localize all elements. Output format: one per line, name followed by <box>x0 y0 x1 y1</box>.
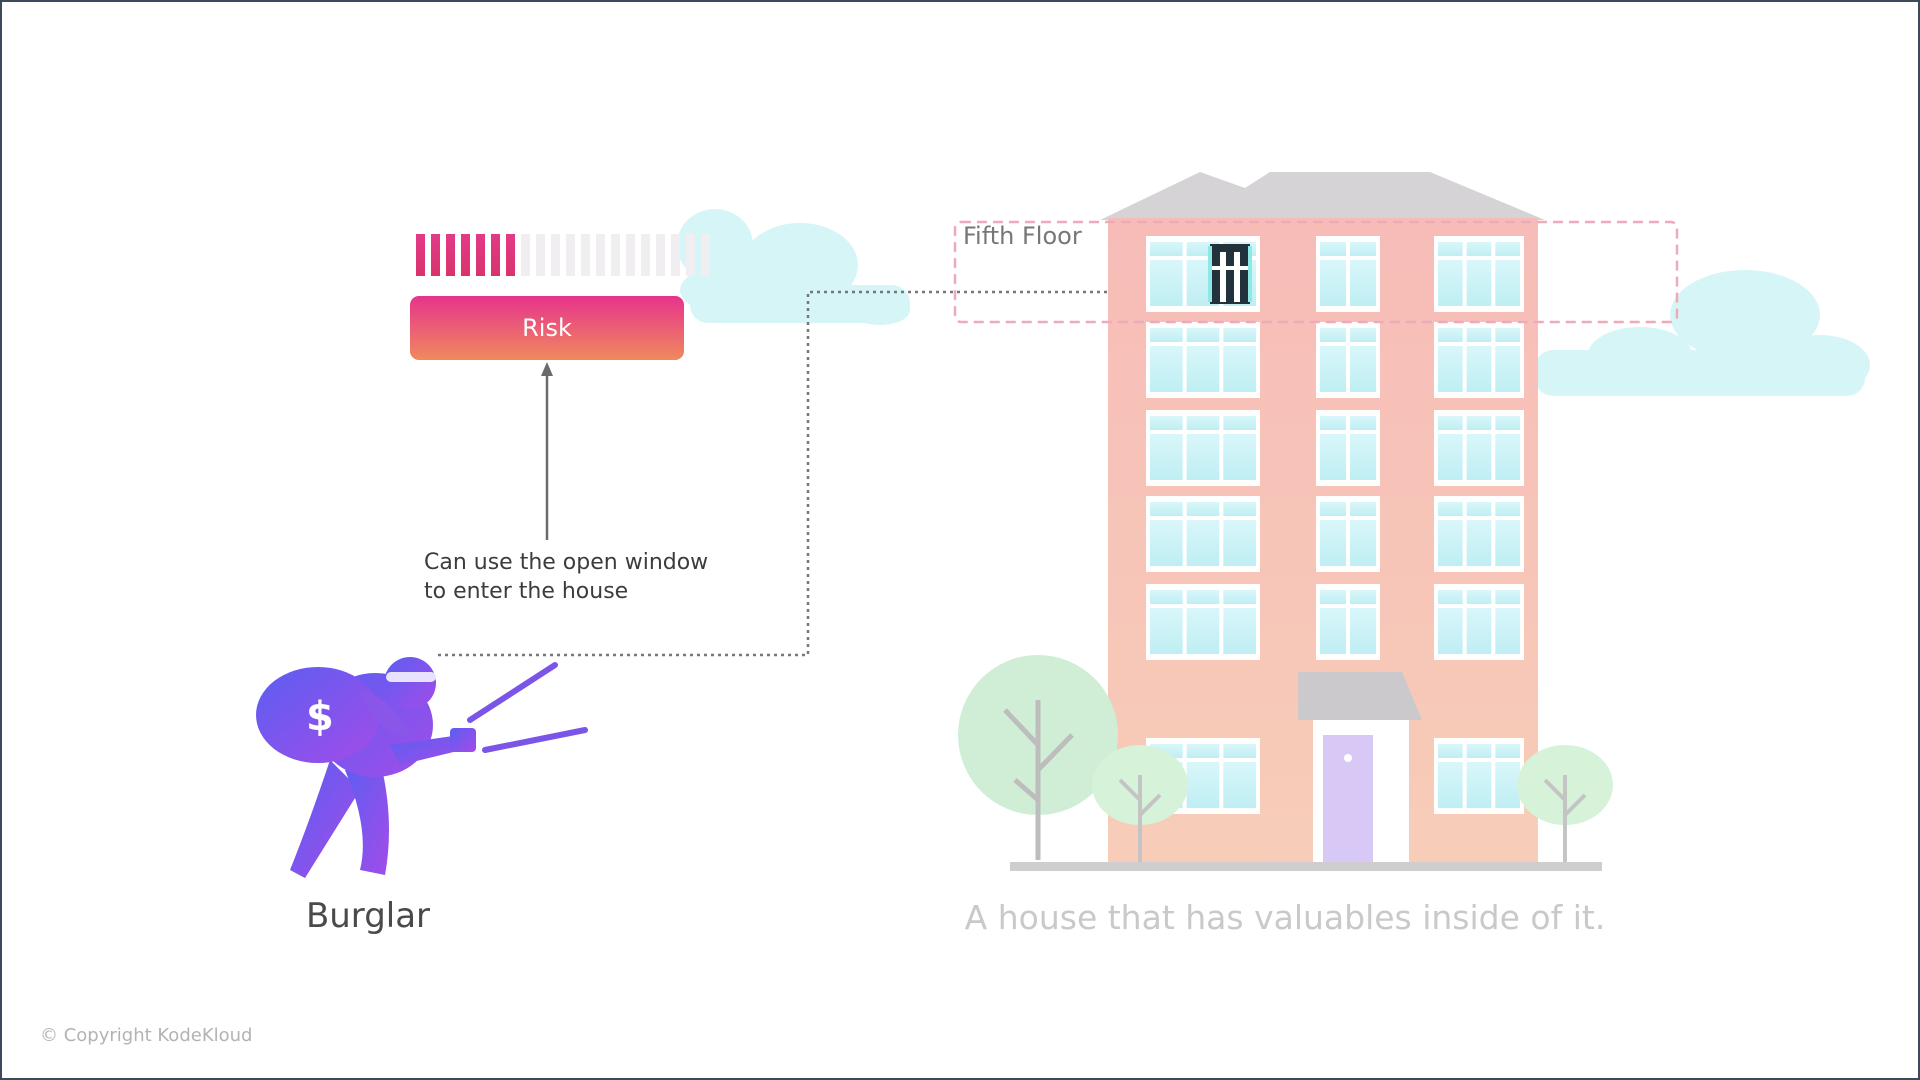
crowbar-icon <box>467 662 558 723</box>
risk-meter-segment <box>671 234 680 276</box>
fifth-floor-label: Fifth Floor <box>963 222 1082 250</box>
cloud-icon <box>677 209 910 325</box>
tree-icon <box>1092 745 1188 862</box>
risk-meter-segment <box>701 234 710 276</box>
copyright-text: © Copyright KodeKloud <box>40 1025 253 1046</box>
risk-meter-segment <box>506 234 515 276</box>
risk-meter-segment <box>416 234 425 276</box>
risk-label: Risk <box>522 314 572 342</box>
entry-note-line2: to enter the house <box>424 579 629 604</box>
arrow-head-up <box>541 362 553 376</box>
bag-symbol: $ <box>306 694 334 740</box>
risk-meter-segment <box>596 234 605 276</box>
risk-box <box>410 296 684 360</box>
risk-meter-segment <box>521 234 530 276</box>
fifth-floor-highlight <box>953 220 1679 324</box>
risk-meter-segment <box>566 234 575 276</box>
entry-note: Can use the open window to enter the hou… <box>424 548 754 606</box>
risk-meter-segment <box>476 234 485 276</box>
risk-meter-segment <box>581 234 590 276</box>
risk-meter-segment <box>641 234 650 276</box>
tree-icon <box>958 655 1118 860</box>
money-bag-icon: $ <box>256 667 412 763</box>
risk-meter <box>416 234 710 276</box>
risk-meter-segment <box>461 234 470 276</box>
burglar-icon: $ <box>256 657 588 878</box>
risk-meter-segment <box>656 234 665 276</box>
cloud-icon <box>1535 270 1870 396</box>
risk-meter-segment <box>536 234 545 276</box>
risk-meter-segment <box>431 234 440 276</box>
risk-meter-segment <box>626 234 635 276</box>
risk-meter-segment <box>686 234 695 276</box>
open-window-icon <box>1208 244 1252 304</box>
risk-meter-segment <box>446 234 455 276</box>
risk-meter-segment <box>551 234 560 276</box>
dotted-connector <box>438 290 1172 657</box>
building-icon <box>1010 172 1602 871</box>
risk-meter-segment <box>611 234 620 276</box>
entry-note-line1: Can use the open window <box>424 550 709 575</box>
burglar-label: Burglar <box>305 896 431 936</box>
tree-icon <box>1517 745 1613 862</box>
house-caption: A house that has valuables inside of it. <box>964 898 1606 937</box>
risk-meter-segment <box>491 234 500 276</box>
